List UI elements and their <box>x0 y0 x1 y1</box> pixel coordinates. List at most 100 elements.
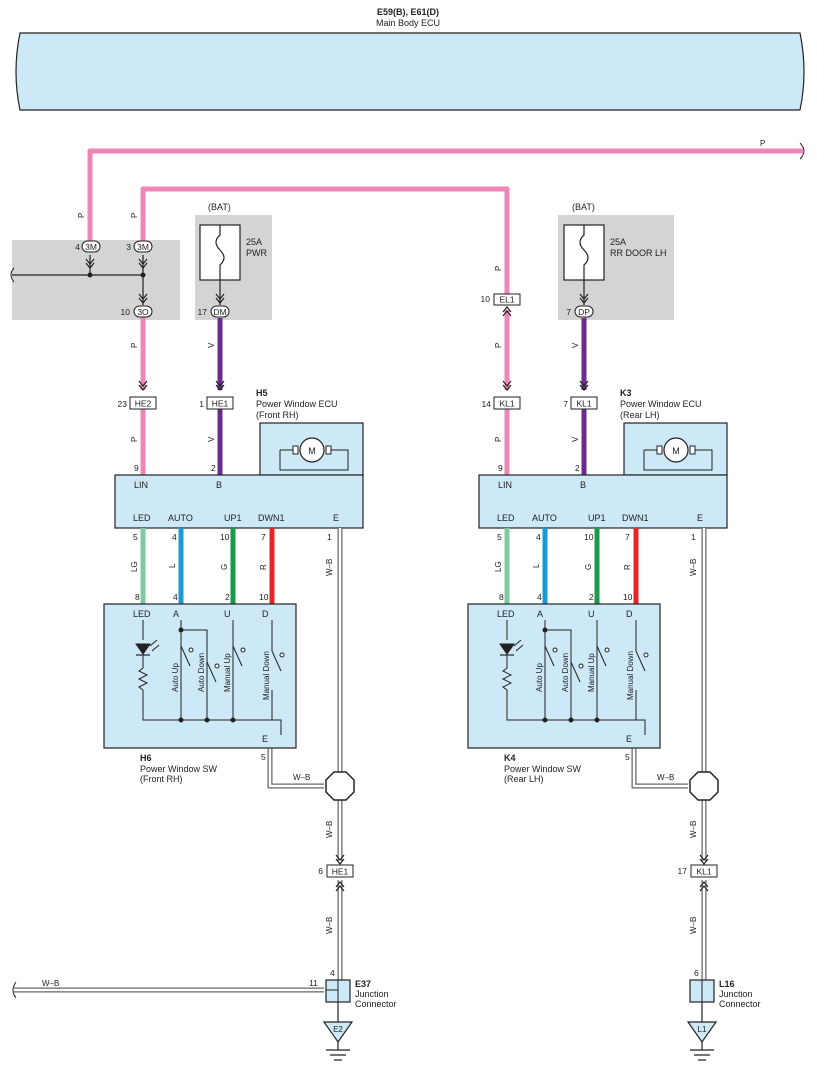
switch-rear-lh: 8 4 2 10 LED A U D E 5 Auto Up Auto Down… <box>467 592 661 784</box>
fuse-rr-name: RR DOOR LH <box>610 248 667 258</box>
contact-icon <box>552 647 558 653</box>
fuse-pwr-element <box>215 225 225 305</box>
terminal-label: A <box>173 609 179 619</box>
connector-shape <box>206 396 234 410</box>
wire-code: R <box>259 564 268 570</box>
wire-code: W–B <box>293 773 310 782</box>
pin-number: 1 <box>327 532 332 542</box>
led-rays <box>149 639 160 652</box>
junction-connector-e37: 4 11 E37 Junction Connector E2 <box>309 968 397 1061</box>
auto-circuit <box>544 620 572 720</box>
switch-label: Manual Down <box>262 651 271 700</box>
junction-dot <box>568 717 574 723</box>
pin-number: 10 <box>584 532 594 542</box>
pin-number: 5 <box>625 752 630 762</box>
terminal-label: DWN1 <box>258 513 285 523</box>
pin-number: 4 <box>330 968 335 978</box>
wire-code: L <box>532 563 541 568</box>
pin-number: 7 <box>261 532 266 542</box>
wire-code: LG <box>494 561 503 572</box>
connector-name: KL1 <box>576 399 591 409</box>
motor-icon <box>663 437 689 463</box>
connector-he1-e: 6 HE1 <box>318 854 354 892</box>
fuse-pwr: (BAT) 25A PWR <box>199 202 267 305</box>
wire-break-mark <box>10 267 15 283</box>
ecu-rear-lh: K3 Power Window ECU (Rear LH) M 9 2 LIN … <box>478 388 728 542</box>
wire-code: P <box>130 437 139 442</box>
motor-label: M <box>308 446 316 456</box>
switch-label: Manual Down <box>626 651 635 700</box>
connector-arrow <box>138 380 148 391</box>
wire-code: W–B <box>42 979 59 988</box>
contact-icon <box>578 663 584 669</box>
motor-brush <box>325 445 332 455</box>
pin-number: 23 <box>118 399 128 409</box>
junction-name: Junction <box>719 989 753 999</box>
wire-wb-front-sw-core <box>268 748 324 788</box>
contact-icon <box>604 647 610 653</box>
top-wire-label: P <box>760 139 765 148</box>
fuse-rr-source: (BAT) <box>572 202 595 212</box>
pink-wires <box>87 148 803 475</box>
pin-number: 5 <box>497 532 502 542</box>
wire-p-rear-lin <box>140 186 510 295</box>
switch-contacts <box>180 645 282 683</box>
connector-kl1-a: 14 KL1 <box>482 380 521 410</box>
terminal-label: D <box>626 609 633 619</box>
pin-number: 10 <box>220 532 230 542</box>
junction-sub: Connector <box>355 999 397 1009</box>
connector-name: DP <box>578 307 590 317</box>
terminal-label: UP1 <box>588 513 606 523</box>
pin-number: 2 <box>211 463 216 473</box>
connector-shape <box>133 240 153 253</box>
down-circuit <box>635 620 646 735</box>
terminal-label: LIN <box>134 480 148 490</box>
connector-arrow <box>502 380 512 391</box>
contact-icon <box>214 663 220 669</box>
main-ecu-name: Main Body ECU <box>376 18 440 28</box>
switch-code: K4 <box>504 753 516 763</box>
connector-name: DM <box>213 307 226 317</box>
connector-name: 3M <box>137 242 149 252</box>
junction-dot <box>230 717 236 723</box>
pin-number: 2 <box>225 592 230 602</box>
connector-name: HE1 <box>212 399 229 409</box>
contact-icon <box>240 647 246 653</box>
terminal-label: AUTO <box>532 513 557 523</box>
terminal-label: A <box>537 609 543 619</box>
fuse-pwr-name: PWR <box>246 248 267 258</box>
pin-number: 10 <box>259 592 269 602</box>
junction-connector-bus <box>326 980 339 1002</box>
motor-brush <box>656 445 663 455</box>
pin-number: 1 <box>691 532 696 542</box>
switch-sub: (Rear LH) <box>504 774 544 784</box>
connector-shape <box>81 240 101 253</box>
switch-label: Auto Up <box>171 663 180 692</box>
pin-number: 17 <box>198 307 208 317</box>
connector-arrow <box>138 293 148 304</box>
connector-arrow <box>138 258 148 269</box>
connector-he2: 23 HE2 <box>118 380 157 410</box>
connector-arrow <box>699 854 709 865</box>
ground-point-label: E2 <box>333 1025 343 1034</box>
switch-code: H6 <box>140 753 152 763</box>
pin-number: 10 <box>623 592 633 602</box>
switch-name: Power Window SW <box>140 764 218 774</box>
pin-number: 10 <box>121 307 131 317</box>
switch-label: Manual Up <box>587 653 596 692</box>
resistor-icon <box>501 655 645 721</box>
pin-number: 7 <box>625 532 630 542</box>
splice-octagon-front <box>325 771 355 801</box>
connector-3o: 10 3O <box>121 293 153 318</box>
violet-wires <box>217 318 587 475</box>
motor-brush <box>689 445 696 455</box>
pin-number: 4 <box>536 532 541 542</box>
pin-number: 8 <box>499 592 504 602</box>
junction-dot <box>594 717 600 723</box>
wire-code: V <box>571 342 580 348</box>
led-rays <box>513 639 524 652</box>
wire-code: W–B <box>657 773 674 782</box>
terminal-label: E <box>626 734 632 744</box>
wire-code: R <box>623 564 632 570</box>
